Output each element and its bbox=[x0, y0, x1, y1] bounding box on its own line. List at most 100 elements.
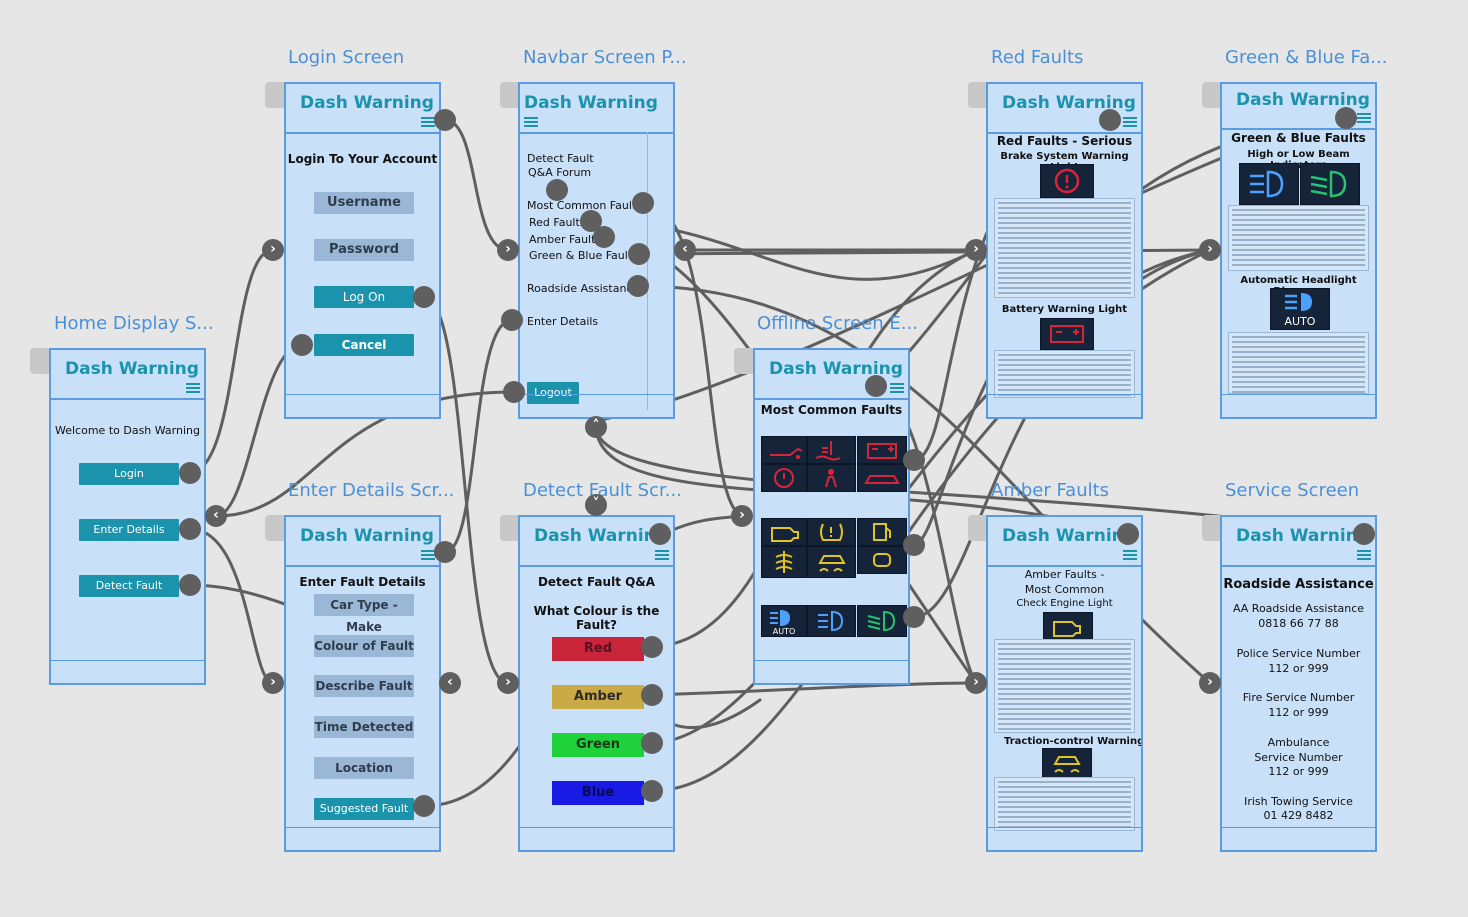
output-connector[interactable] bbox=[1335, 107, 1357, 129]
red-faults-screen[interactable]: Dash Warning Red Faults - Serious Brake … bbox=[986, 82, 1143, 419]
chevron-left-icon[interactable]: ‹ bbox=[674, 239, 696, 261]
nav-red-faults[interactable]: Red Faults bbox=[529, 216, 586, 229]
chevron-right-icon[interactable]: › bbox=[731, 505, 753, 527]
output-connector[interactable] bbox=[641, 732, 663, 754]
chevron-right-icon[interactable]: › bbox=[497, 239, 519, 261]
engine-description bbox=[994, 639, 1135, 733]
chevron-right-icon[interactable]: › bbox=[262, 672, 284, 694]
green-blue-screen[interactable]: Dash Warning Green & Blue Faults High or… bbox=[1220, 82, 1377, 419]
chevron-right-icon[interactable]: › bbox=[1199, 239, 1221, 261]
login-screen[interactable]: Dash Warning Login To Your Account Usern… bbox=[284, 82, 441, 419]
detect-fault-heading: Detect Fault Q&A bbox=[537, 575, 656, 589]
output-connector[interactable] bbox=[865, 375, 887, 397]
car-type-field[interactable]: Car Type - Make bbox=[314, 594, 414, 634]
nav-detect-fault[interactable]: Detect Fault bbox=[527, 152, 594, 165]
output-connector[interactable] bbox=[179, 518, 201, 540]
output-connector[interactable] bbox=[413, 795, 435, 817]
chevron-right-icon[interactable]: › bbox=[497, 672, 519, 694]
chevron-right-icon[interactable]: › bbox=[1199, 672, 1221, 694]
output-connector[interactable] bbox=[434, 541, 456, 563]
enter-details-button[interactable]: Enter Details bbox=[79, 519, 179, 541]
red-option-button[interactable]: Red bbox=[552, 637, 644, 661]
menu-icon[interactable] bbox=[1357, 113, 1371, 125]
enter-details-screen[interactable]: Dash Warning Enter Fault Details Car Typ… bbox=[284, 515, 441, 852]
amber-faults-screen[interactable]: Dash Warning Amber Faults - Most Common … bbox=[986, 515, 1143, 852]
output-connector[interactable] bbox=[546, 179, 568, 201]
chevron-right-icon[interactable]: › bbox=[965, 672, 987, 694]
output-connector[interactable] bbox=[501, 309, 523, 331]
describe-field[interactable]: Describe Fault bbox=[314, 675, 414, 697]
logout-button[interactable]: Logout bbox=[527, 382, 579, 404]
menu-icon[interactable] bbox=[1123, 550, 1137, 562]
battery-icon bbox=[857, 436, 907, 464]
username-field[interactable]: Username bbox=[314, 192, 414, 214]
location-field[interactable]: Location bbox=[314, 757, 414, 779]
amber-option-button[interactable]: Amber bbox=[552, 685, 644, 709]
output-connector[interactable] bbox=[641, 780, 663, 802]
suggested-fault-button[interactable]: Suggested Fault bbox=[314, 798, 414, 820]
service-number[interactable]: 112 or 999 bbox=[1268, 765, 1329, 778]
login-button[interactable]: Login bbox=[79, 463, 179, 485]
output-connector[interactable] bbox=[1117, 523, 1139, 545]
offline-screen[interactable]: Dash Warning Most Common Faults AUTO bbox=[753, 348, 910, 685]
detect-fault-button[interactable]: Detect Fault bbox=[79, 575, 179, 597]
chevron-up-icon[interactable]: ˄ bbox=[585, 416, 607, 438]
output-connector[interactable] bbox=[628, 243, 650, 265]
output-connector[interactable] bbox=[291, 334, 313, 356]
nav-qa-forum[interactable]: Q&A Forum bbox=[528, 166, 592, 179]
output-connector[interactable] bbox=[593, 226, 615, 248]
log-on-button[interactable]: Log On bbox=[314, 286, 414, 308]
chevron-left-icon[interactable]: ‹ bbox=[439, 672, 461, 694]
output-connector[interactable] bbox=[413, 286, 435, 308]
menu-icon[interactable] bbox=[524, 117, 538, 129]
password-field[interactable]: Password bbox=[314, 239, 414, 261]
output-connector[interactable] bbox=[641, 684, 663, 706]
service-number[interactable]: 112 or 999 bbox=[1268, 662, 1329, 675]
menu-icon[interactable] bbox=[186, 383, 200, 395]
green-option-button[interactable]: Green bbox=[552, 733, 644, 757]
output-connector[interactable] bbox=[903, 449, 925, 471]
nav-amber-faults[interactable]: Amber Faults bbox=[529, 233, 602, 246]
output-connector[interactable] bbox=[903, 534, 925, 556]
time-field[interactable]: Time Detected bbox=[314, 716, 414, 738]
service-number[interactable]: 0818 66 77 88 bbox=[1258, 617, 1339, 630]
screen-tab bbox=[1202, 82, 1224, 108]
nav-enter-details[interactable]: Enter Details bbox=[527, 315, 599, 328]
green-blue-heading: Green & Blue Faults bbox=[1231, 131, 1366, 145]
menu-icon[interactable] bbox=[1357, 550, 1371, 562]
output-connector[interactable] bbox=[1353, 523, 1375, 545]
output-connector[interactable] bbox=[649, 523, 671, 545]
service-number[interactable]: 01 429 8482 bbox=[1263, 809, 1334, 822]
service-screen[interactable]: Dash Warning Roadside Assistance AA Road… bbox=[1220, 515, 1377, 852]
screen-tab bbox=[500, 82, 522, 108]
output-connector[interactable] bbox=[627, 275, 649, 297]
output-connector[interactable] bbox=[179, 462, 201, 484]
chevron-left-icon[interactable]: ‹ bbox=[205, 505, 227, 527]
output-connector[interactable] bbox=[580, 210, 602, 232]
colour-field[interactable]: Colour of Fault bbox=[314, 635, 414, 657]
menu-icon[interactable] bbox=[890, 383, 904, 395]
output-connector[interactable] bbox=[503, 381, 525, 403]
home-screen[interactable]: Dash Warning Welcome to Dash Warning Log… bbox=[49, 348, 206, 685]
menu-icon[interactable] bbox=[1123, 117, 1137, 129]
chevron-down-icon[interactable]: ˅ bbox=[585, 494, 607, 516]
cancel-button[interactable]: Cancel bbox=[314, 334, 414, 356]
nav-most-common[interactable]: Most Common Faults bbox=[527, 199, 642, 212]
nav-roadside[interactable]: Roadside Assistance bbox=[527, 282, 640, 295]
navbar-screen[interactable]: Dash Warning Detect Fault Q&A Forum Most… bbox=[518, 82, 675, 419]
screen-footer bbox=[1222, 394, 1375, 395]
output-connector[interactable] bbox=[903, 606, 925, 628]
menu-icon[interactable] bbox=[421, 117, 435, 129]
service-number[interactable]: 112 or 999 bbox=[1268, 706, 1329, 719]
output-connector[interactable] bbox=[632, 192, 654, 214]
menu-icon[interactable] bbox=[655, 550, 669, 562]
blue-option-button[interactable]: Blue bbox=[552, 781, 644, 805]
chevron-right-icon[interactable]: › bbox=[965, 239, 987, 261]
nav-green-blue[interactable]: Green & Blue Faults bbox=[529, 249, 638, 262]
output-connector[interactable] bbox=[179, 574, 201, 596]
output-connector[interactable] bbox=[641, 636, 663, 658]
output-connector[interactable] bbox=[434, 109, 456, 131]
output-connector[interactable] bbox=[1099, 109, 1121, 131]
chevron-right-icon[interactable]: › bbox=[262, 239, 284, 261]
menu-icon[interactable] bbox=[421, 550, 435, 562]
